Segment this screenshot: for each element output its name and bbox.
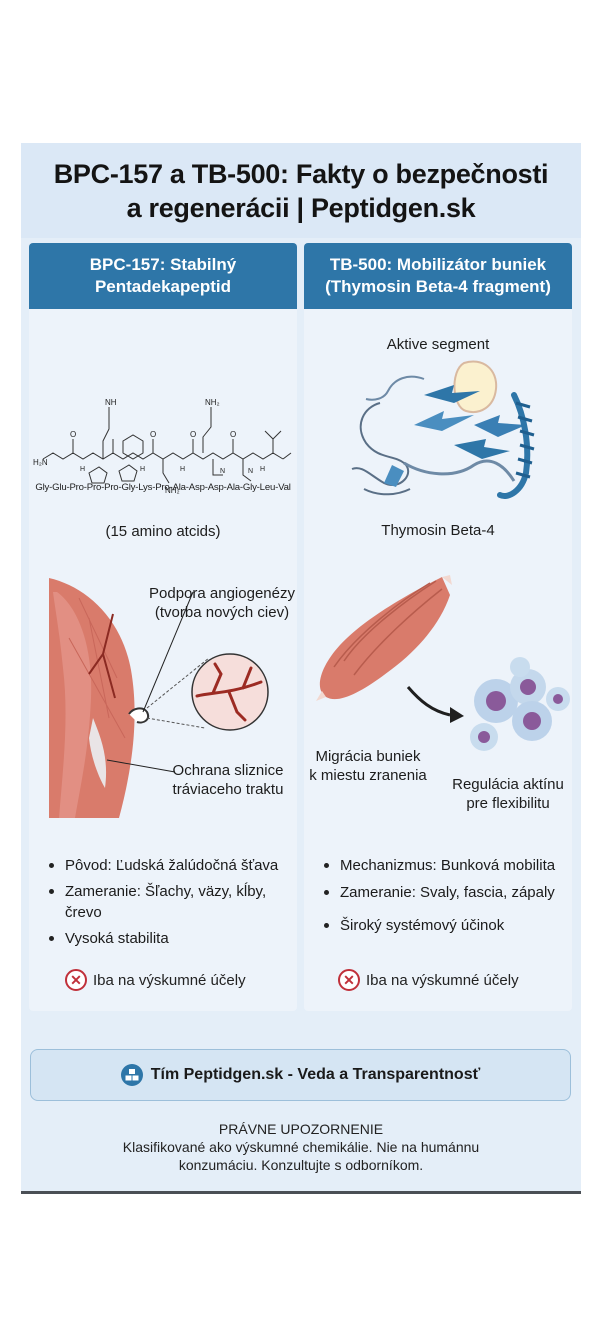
title-line-2: a regenerácii | Peptidgen.sk <box>126 192 476 223</box>
thymosin-protein-illustration <box>351 360 535 499</box>
title-line-1: BPC-157 a TB-500: Fakty o bezpečnosti <box>53 158 549 189</box>
team-label: Tím Peptidgen.sk - Veda a Transparentnos… <box>150 1066 481 1083</box>
migration-line-1: Migrácia buniek <box>315 748 421 765</box>
team-banner: Tím Peptidgen.sk - Veda a Transparentnos… <box>30 1049 571 1101</box>
bpc157-label-h-a: H <box>80 466 85 473</box>
bpc157-heading-line-2: Pentadekapeptid <box>94 277 232 296</box>
tb500-heading-line-2: (Thymosin Beta-4 fragment) <box>325 277 551 296</box>
tb500-heading-line-1: TB-500: Mobilizátor buniek <box>329 255 547 274</box>
legal-title: PRÁVNE UPOZORNENIE <box>218 1121 384 1137</box>
mucosa-line-1: Ochrana sliznice <box>172 762 284 779</box>
list-item: Široký systémový účinok <box>322 915 572 936</box>
angiogenesis-line-1: Podpora angiogenézy <box>149 585 295 602</box>
warning-x-icon: ✕ <box>338 969 360 991</box>
bpc157-label-h-d: H <box>260 466 265 473</box>
actin-line-2: pre flexibilitu <box>466 795 550 812</box>
legal-line-2: konzumáciu. Konzultujte s odborníkom. <box>178 1157 424 1173</box>
tb500-research-text: Iba na výskumné účely <box>366 971 519 989</box>
bpc157-label-o-d: O <box>230 430 236 439</box>
bpc157-label-h-b: H <box>140 466 145 473</box>
bpc157-label-nh2-b: NH₂ <box>165 486 180 495</box>
bpc157-label-n-b: N <box>248 468 253 475</box>
bpc157-label-nh: NH <box>105 398 117 407</box>
bpc157-label-h2n: H₂N <box>33 458 48 467</box>
active-segment-label: Aktive segment <box>386 336 490 353</box>
actin-line-1: Regulácia aktínu <box>452 776 564 793</box>
tb500-facts-list: Mechanizmus: Bunková mobilita Zameranie:… <box>322 855 572 941</box>
team-cubes-icon <box>120 1064 143 1086</box>
bpc157-label-nh2-a: NH₂ <box>205 398 220 407</box>
legal-line-1: Klasifikované ako výskumné chemikálie. N… <box>122 1139 480 1155</box>
bpc157-label-h-c: H <box>180 466 185 473</box>
page-header: BPC-157 a TB-500: Fakty o bezpečnosti a … <box>21 143 581 238</box>
bpc157-column: BPC-157: Stabilný Pentadekapeptid H₂N NH <box>29 243 297 1011</box>
tb500-research-note: ✕ Iba na výskumné účely <box>338 969 519 991</box>
migration-line-2: k miestu zranenia <box>309 767 427 784</box>
mucosa-label: Ochrana sliznice tráviaceho traktu <box>169 761 287 799</box>
bpc157-research-text: Iba na výskumné účely <box>93 971 246 989</box>
angiogenesis-label: Podpora angiogenézy (tvorba nových ciev) <box>149 584 295 622</box>
angiogenesis-line-2: (tvorba nových ciev) <box>154 604 290 621</box>
list-item: Pôvod: Ľudská žalúdočná šťava <box>47 855 287 876</box>
bpc157-label-o-a: O <box>70 430 76 439</box>
bpc157-heading-line-1: BPC-157: Stabilný <box>89 255 237 274</box>
bpc157-sequence: Gly-Glu-Pro-Pro-Pro-Gly-Lys-Pro-Ala-Asp-… <box>35 482 291 493</box>
tb500-column: TB-500: Mobilizátor buniek (Thymosin Bet… <box>304 243 572 1011</box>
bpc157-label-n-a: N <box>220 468 225 475</box>
list-item: Zameranie: Šľachy, väzy, kĺby, črevo <box>47 881 287 923</box>
bpc157-label-o-c: O <box>190 430 196 439</box>
page-title: BPC-157 a TB-500: Fakty o bezpečnosti a … <box>54 157 549 225</box>
legal-disclaimer: PRÁVNE UPOZORNENIE Klasifikované ako výs… <box>21 1120 581 1174</box>
bottom-divider <box>21 1191 581 1194</box>
list-item: Zameranie: Svaly, fascia, zápaly <box>322 882 572 903</box>
bpc157-research-note: ✕ Iba na výskumné účely <box>65 969 246 991</box>
muscle-and-cells-illustration <box>316 575 570 751</box>
bpc157-amino-count: (15 amino atcids) <box>105 523 221 540</box>
bpc157-facts-list: Pôvod: Ľudská žalúdočná šťava Zameranie:… <box>47 855 287 954</box>
bpc157-heading: BPC-157: Stabilný Pentadekapeptid <box>29 243 297 309</box>
bpc157-label-o-b: O <box>150 430 156 439</box>
migration-label: Migrácia buniek k miestu zranenia <box>308 747 428 785</box>
thymosin-label: Thymosin Beta-4 <box>381 522 495 539</box>
arm-muscle-illustration <box>49 578 269 818</box>
list-item: Vysoká stabilita <box>47 928 287 949</box>
mucosa-line-2: tráviaceho traktu <box>172 781 284 798</box>
bpc157-structure-diagram: H₂N NH NH₂ NH₂ O O O O H H H H N N <box>33 398 292 495</box>
actin-label: Regulácia aktínu pre flexibilitu <box>444 775 572 813</box>
tb500-heading: TB-500: Mobilizátor buniek (Thymosin Bet… <box>304 243 572 309</box>
warning-x-icon: ✕ <box>65 969 87 991</box>
list-item: Mechanizmus: Bunková mobilita <box>322 855 572 876</box>
